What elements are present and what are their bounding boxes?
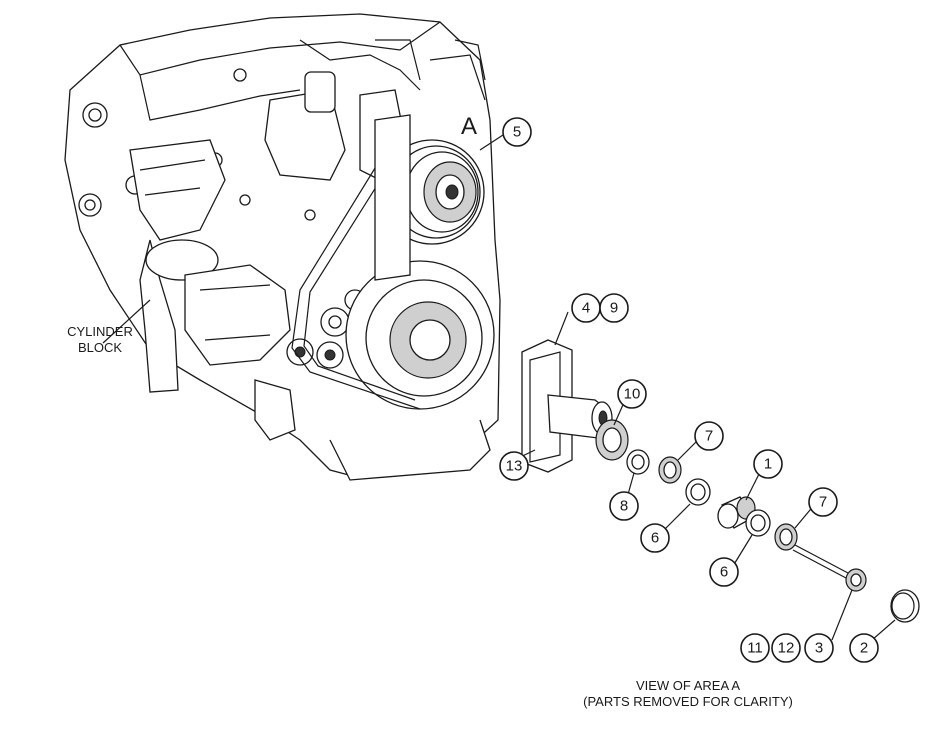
svg-text:5: 5 [513, 124, 521, 141]
svg-text:3: 3 [815, 640, 823, 657]
view-caption-line-1: VIEW OF AREA A [636, 678, 740, 693]
callout-4: 4 [571, 293, 601, 323]
svg-text:7: 7 [705, 428, 713, 445]
callout-5: 5 [502, 117, 532, 147]
svg-text:7: 7 [819, 494, 827, 511]
svg-text:6: 6 [651, 530, 659, 547]
engine-assembly [64, 13, 501, 481]
callout-1: 1 [753, 449, 783, 479]
svg-text:13: 13 [506, 458, 523, 475]
svg-text:11: 11 [747, 640, 763, 657]
svg-text:2: 2 [860, 640, 868, 657]
callout-7: 7 [694, 421, 724, 451]
view-letter: A [461, 113, 477, 140]
svg-text:12: 12 [778, 640, 795, 657]
callout-7-lower: 7 [808, 487, 838, 517]
callout-10: 10 [617, 379, 647, 409]
callout-12: 12 [771, 633, 801, 663]
svg-text:10: 10 [624, 386, 641, 403]
svg-text:8: 8 [620, 498, 628, 515]
callout-6-lower: 6 [709, 557, 739, 587]
exploded-parts [521, 339, 920, 623]
cylinder-block-label-line-2: BLOCK [78, 340, 122, 355]
callout-6-upper: 6 [640, 523, 670, 553]
callout-3: 3 [804, 633, 834, 663]
svg-text:1: 1 [764, 456, 772, 473]
callout-8: 8 [609, 491, 639, 521]
callout-2: 2 [849, 633, 879, 663]
leader-lines [102, 134, 896, 641]
svg-text:4: 4 [582, 300, 590, 317]
svg-text:9: 9 [610, 300, 618, 317]
cylinder-block-label-line-1: CYLINDER [67, 324, 133, 339]
callout-13: 13 [499, 451, 529, 481]
svg-text:6: 6 [720, 564, 728, 581]
view-caption-line-2: (PARTS REMOVED FOR CLARITY) [583, 694, 793, 709]
callout-9: 9 [599, 293, 629, 323]
callout-11: 11 [740, 633, 770, 663]
